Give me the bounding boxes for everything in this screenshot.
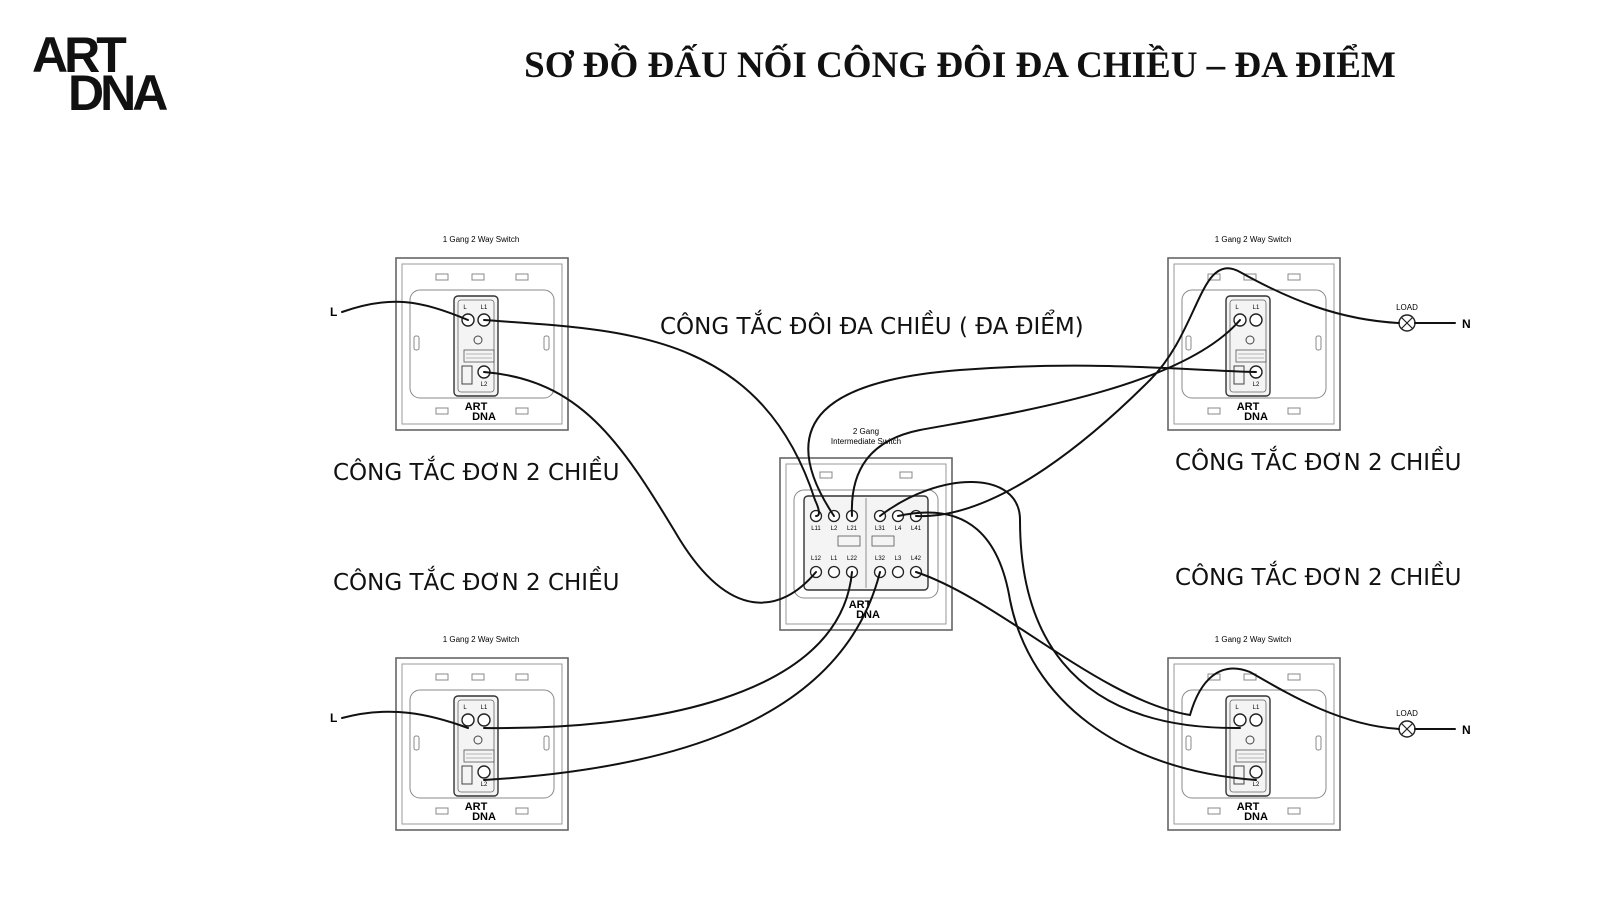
switch-brand-dna: DNA: [1244, 411, 1268, 423]
terminal-label-l2: L2: [1253, 382, 1260, 388]
switch-center-intermediate: 2 Gang Intermediate Switch L11 L2 L21 L3…: [779, 427, 953, 631]
intermediate-caption-line1: 2 Gang: [853, 427, 879, 436]
wire-l21-to-top-right-l: [850, 319, 1241, 517]
terminal-label-l: L: [1235, 305, 1239, 311]
switch-caption: 1 Gang 2 Way Switch: [1215, 235, 1292, 244]
page-title: SƠ ĐỒ ĐẤU NỐI CÔNG ĐÔI ĐA CHIỀU – ĐA ĐIỂ…: [524, 45, 1396, 86]
switch-caption: 1 Gang 2 Way Switch: [443, 635, 520, 644]
label-bottom-left-switch: CÔNG TẮC ĐƠN 2 CHIỀU: [333, 570, 620, 596]
load-label: LOAD: [1396, 709, 1418, 718]
switch-brand-art: ART: [849, 599, 872, 611]
terminal-label-l42: L42: [911, 556, 922, 562]
terminal-label-l11: L11: [811, 526, 821, 532]
logo-line-art: ART: [32, 27, 127, 83]
terminal-label-l21: L21: [847, 526, 858, 532]
terminal-label-l2: L2: [481, 382, 488, 388]
terminal-label-l2: L2: [1253, 782, 1260, 788]
wires: [341, 267, 1456, 781]
wire-l42-to-bottom-right-loop: [915, 571, 1400, 730]
neutral-label-bottom: N: [1462, 723, 1471, 737]
switch-brand-dna: DNA: [856, 609, 880, 621]
terminal-label-l31: L31: [875, 526, 886, 532]
line-label-top: L: [330, 305, 337, 319]
wire-l2-to-top-right-l2: [807, 364, 1257, 517]
terminal-label-l2: L2: [481, 782, 488, 788]
terminal-label-l1: L1: [1253, 305, 1260, 311]
terminal-label-l2: L2: [831, 526, 838, 532]
wire-l4-to-bottom-right-l2: [897, 511, 1257, 781]
terminal-label-l: L: [463, 705, 467, 711]
switch-brand-dna: DNA: [1244, 811, 1268, 823]
switch-brand-art: ART: [465, 801, 488, 813]
label-top-right-switch: CÔNG TẮC ĐƠN 2 CHIỀU: [1175, 450, 1462, 476]
terminal-label-l41: L41: [911, 526, 922, 532]
terminal-label-l1: L1: [1253, 705, 1260, 711]
neutral-label-top: N: [1462, 317, 1471, 331]
terminal-label-l1: L1: [831, 556, 838, 562]
label-bottom-right-switch: CÔNG TẮC ĐƠN 2 CHIỀU: [1175, 565, 1462, 591]
line-label-bottom: L: [330, 711, 337, 725]
label-top-left-switch: CÔNG TẮC ĐƠN 2 CHIỀU: [333, 460, 620, 486]
terminal-label-l4: L4: [895, 526, 902, 532]
terminal-label-l12: L12: [811, 556, 822, 562]
terminal-label-l: L: [1235, 705, 1239, 711]
logo-line-dna: DNA: [68, 65, 168, 121]
wire-top-left-l2-to-l12: [483, 371, 817, 604]
switch-brand-dna: DNA: [472, 811, 496, 823]
switch-bottom-left: 1 Gang 2 Way Switch L L1 L2 ART DNA: [395, 635, 569, 831]
intermediate-caption-line2: Intermediate Switch: [831, 437, 901, 446]
switch-caption: 1 Gang 2 Way Switch: [1215, 635, 1292, 644]
switch-top-right: 1 Gang 2 Way Switch L L1 L2 ART DNA: [1167, 235, 1341, 431]
switch-top-left: 1 Gang 2 Way Switch L L1 L2 ART DNA: [395, 235, 569, 431]
wire-top-left-l1-to-l11: [483, 319, 820, 517]
terminal-label-l22: L22: [847, 556, 858, 562]
terminal-label-l: L: [463, 305, 467, 311]
switch-brand-art: ART: [1237, 401, 1260, 413]
lamp-top-right: LOAD: [1396, 303, 1418, 332]
load-label: LOAD: [1396, 303, 1418, 312]
wire-line-to-top-left: [341, 300, 469, 321]
switch-caption: 1 Gang 2 Way Switch: [443, 235, 520, 244]
wire-l41-to-top-right-loop: [915, 267, 1400, 518]
terminal-label-l3: L3: [895, 556, 902, 562]
label-double-intermediate-switch: CÔNG TẮC ĐÔI ĐA CHIỀU ( ĐA ĐIỂM): [660, 314, 1084, 340]
lamp-bottom-right: LOAD: [1396, 709, 1418, 738]
terminal-label-l1: L1: [481, 305, 488, 311]
wire-line-to-bottom-left: [341, 710, 469, 729]
wire-l31-to-bottom-right-l1: [879, 481, 1241, 730]
terminal-label-l1: L1: [481, 705, 488, 711]
switch-brand-art: ART: [1237, 801, 1260, 813]
wire-bottom-left-l1-to-l22: [483, 571, 853, 730]
terminal-label-l32: L32: [875, 556, 886, 562]
switch-brand-dna: DNA: [472, 411, 496, 423]
brand-logo: ART DNA: [32, 27, 182, 118]
switch-bottom-right: 1 Gang 2 Way Switch L L1 L2 ART DNA: [1167, 635, 1341, 831]
switch-brand-art: ART: [465, 401, 488, 413]
wire-bottom-left-l2-to-l32: [483, 571, 881, 781]
